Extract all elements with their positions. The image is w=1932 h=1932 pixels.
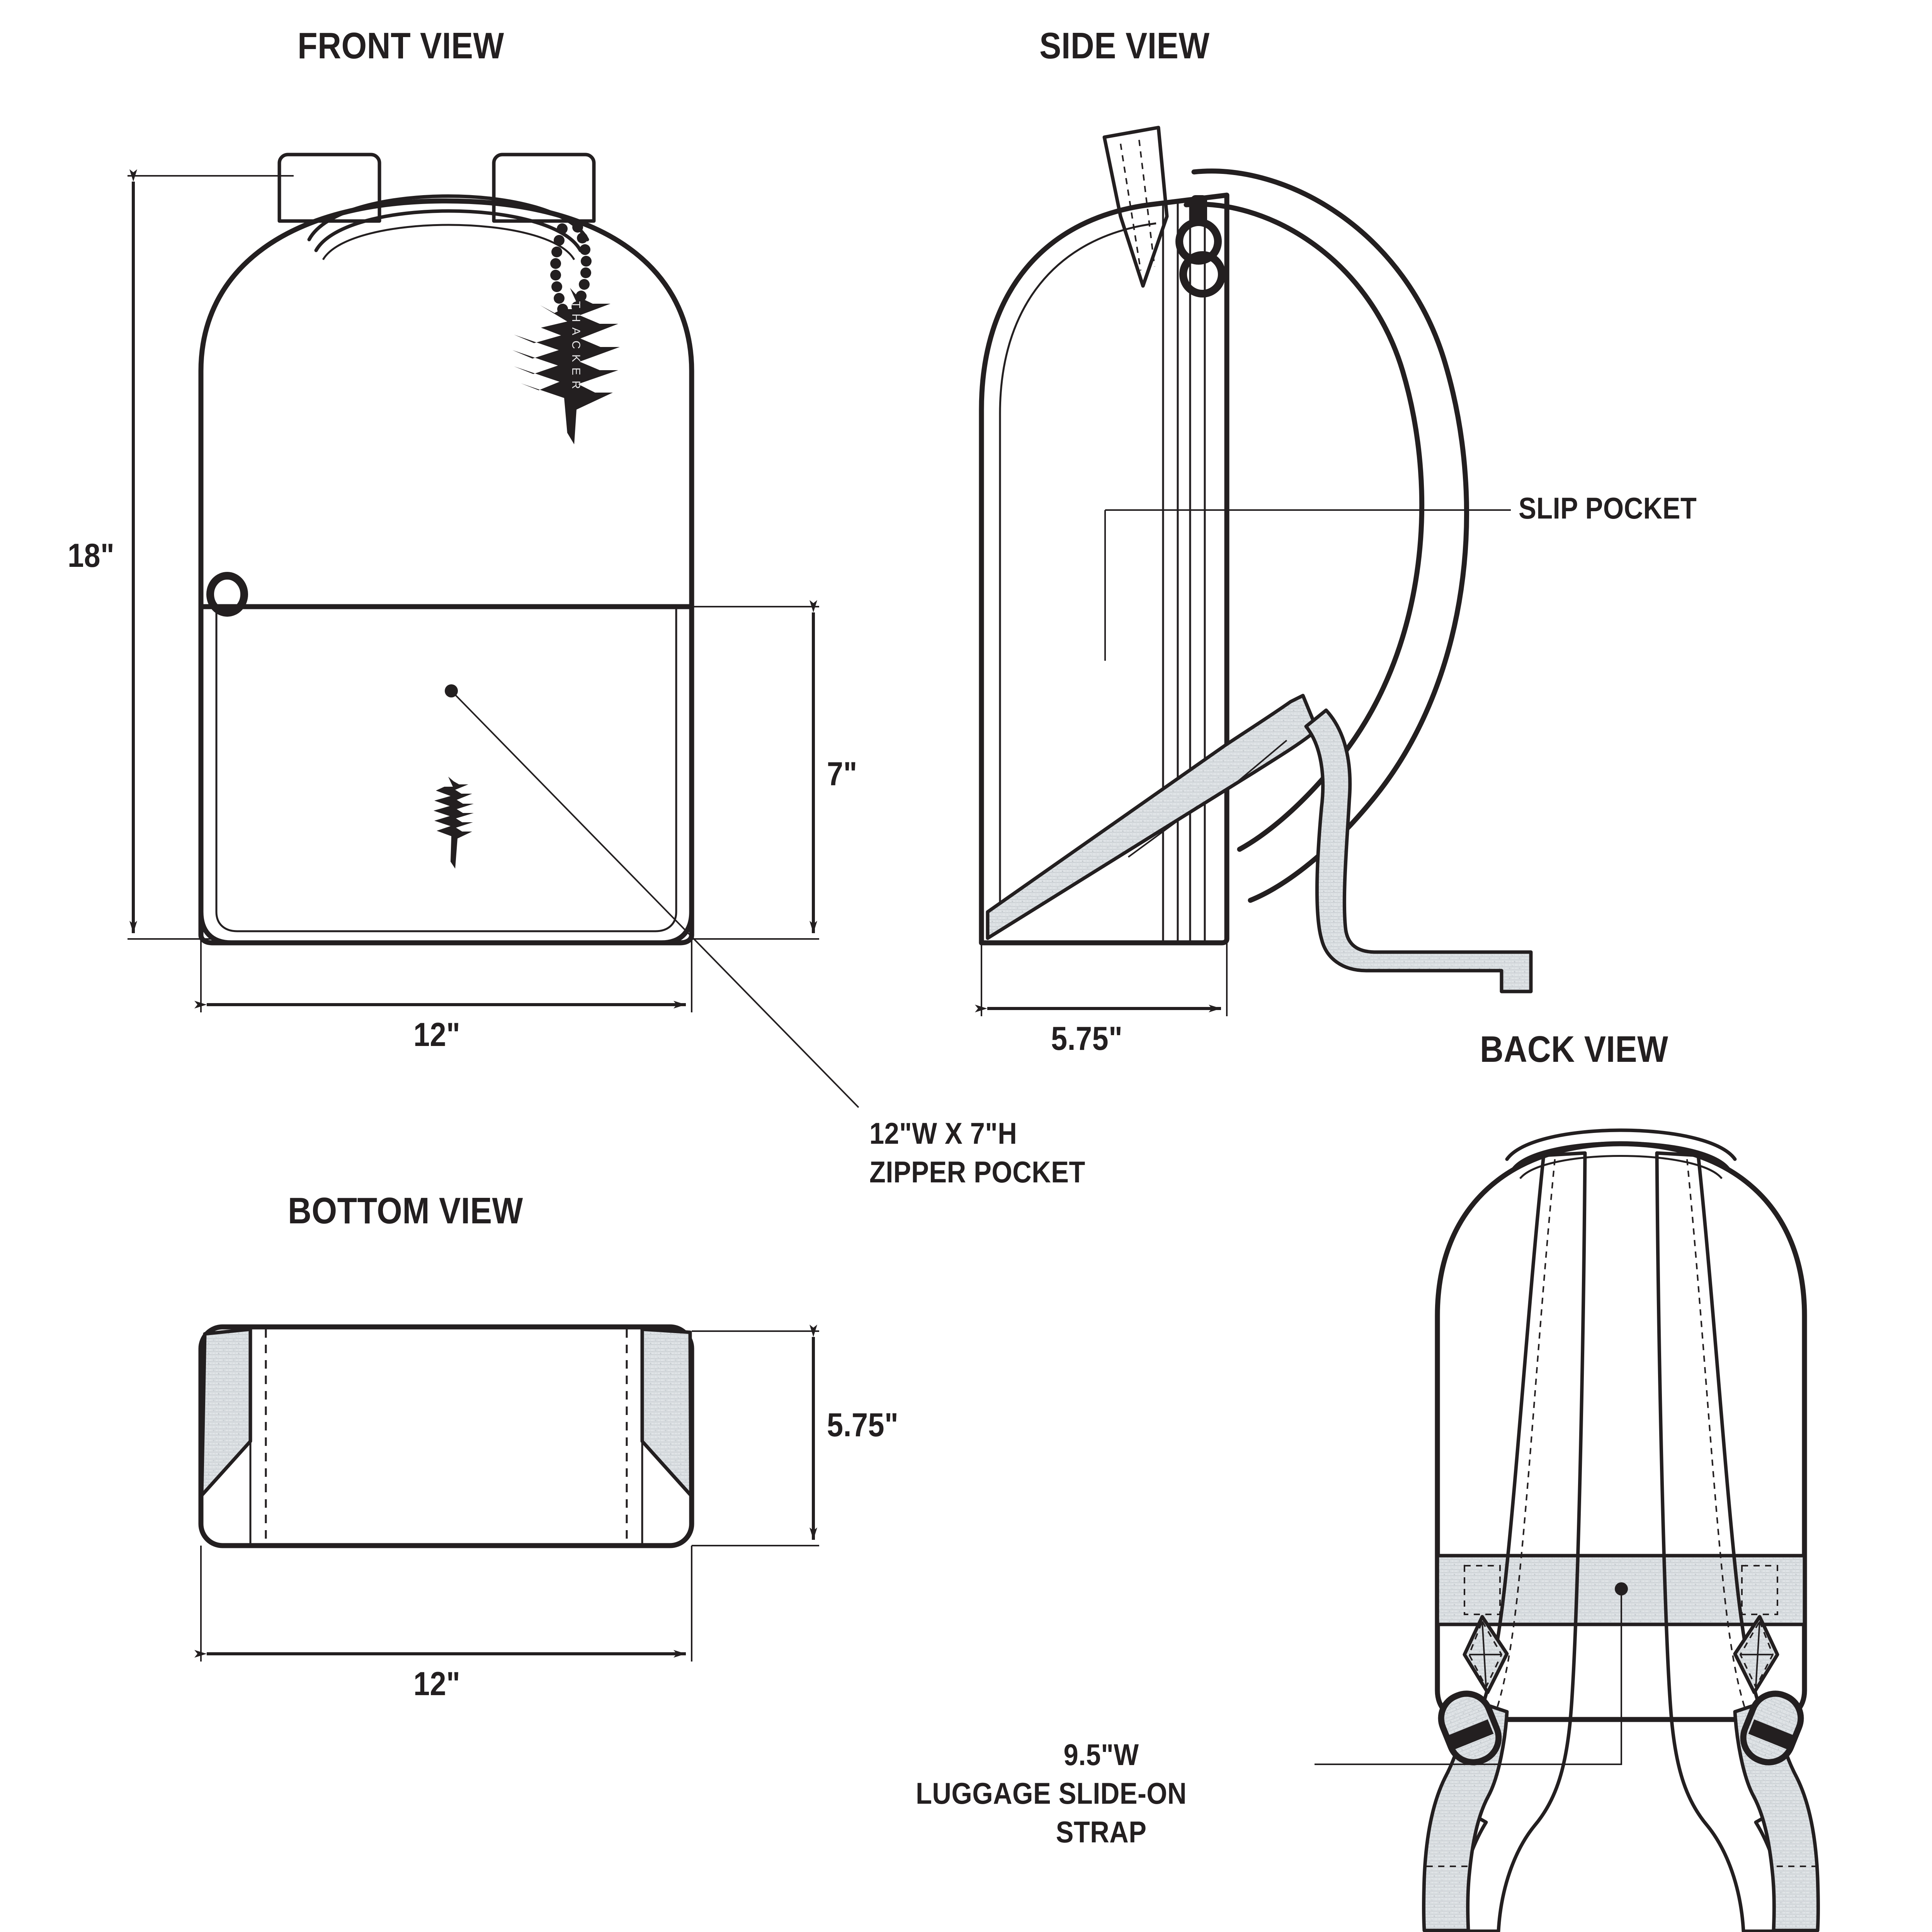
side-strap-body [986,694,1316,940]
callout-luggage-line2: LUGGAGE SLIDE-ON [916,1776,1187,1810]
side-view-title: SIDE VIEW [1039,25,1210,66]
bottom-panel-outline [198,1324,694,1548]
side-strap-tail [1304,708,1533,993]
bottom-view-title: BOTTOM VIEW [288,1190,523,1231]
dimension-label-side-depth: 5.75" [1051,1020,1123,1057]
diamond-stitch-patch-left [1463,1615,1509,1694]
diamond-stitch-patch-right [1733,1615,1779,1694]
dimension-bottom-width [194,1546,692,1662]
dimension-label-bottom-depth: 5.75" [827,1406,899,1444]
dimension-side-depth [975,943,1228,1016]
back-handle-stitch [1519,1155,1723,1179]
dimension-front-width [194,939,692,1012]
pocket-zipper-pull-icon [434,777,474,869]
side-handle-tab [1102,126,1169,288]
leader-zipper-pocket [445,684,859,1108]
leader-luggage-strap [1315,1582,1628,1765]
dimension-front-height [128,169,294,940]
side-body-outline [979,192,1230,946]
back-handle-outer [1505,1128,1737,1161]
dimension-pocket-height [692,600,819,940]
luggage-band-tack-right [1741,1565,1778,1615]
front-pocket-outline [198,604,694,946]
front-body-outline [198,198,694,946]
dimension-label-front-width: 12" [413,1016,461,1053]
bottom-view-drawing [194,1324,819,1662]
slider-buckle-left [1438,1690,1502,1765]
back-view-drawing [1315,1128,1822,1932]
slider-buckle-right [1740,1690,1804,1765]
callout-luggage-line1: 9.5"W [1063,1738,1139,1772]
bottom-gusset-left [200,1327,252,1497]
dimension-label-front-height: 18" [68,537,115,574]
callout-zipper-pocket-line2: ZIPPER POCKET [869,1155,1085,1189]
front-view-drawing: THACKER [128,153,859,1108]
grab-handle-stitch [322,224,575,260]
ring-pull-icon [1175,195,1226,298]
callout-slip-pocket: SLIP POCKET [1519,491,1697,525]
dimension-bottom-depth [692,1325,819,1546]
back-handle-inner [1511,1141,1731,1171]
dimension-label-pocket-height: 7" [827,755,857,793]
callout-luggage-line3: STRAP [1056,1815,1147,1849]
leader-slip-pocket [1104,509,1511,661]
dimension-label-bottom-width: 12" [413,1665,461,1702]
callout-zipper-pocket-line1: 12"W X 7"H [869,1116,1017,1150]
front-strap-loop-left [277,153,381,223]
side-view-drawing [975,126,1533,1016]
front-pocket-topstitch [215,607,677,932]
zipper-pull-brand-text: THACKER [570,301,582,394]
feather-zipper-pull-icon: THACKER [512,288,620,444]
grab-handle-inner [314,209,582,252]
front-view-title: FRONT VIEW [298,25,504,66]
grommet-icon [206,572,248,617]
back-view-title: BACK VIEW [1480,1029,1668,1070]
side-shoulder-strap-inner [1184,202,1425,852]
grab-handle-outer [307,194,589,242]
front-strap-loop-right [492,153,596,223]
bottom-gusset-right [640,1327,693,1497]
side-body-topstitch [999,222,1156,928]
